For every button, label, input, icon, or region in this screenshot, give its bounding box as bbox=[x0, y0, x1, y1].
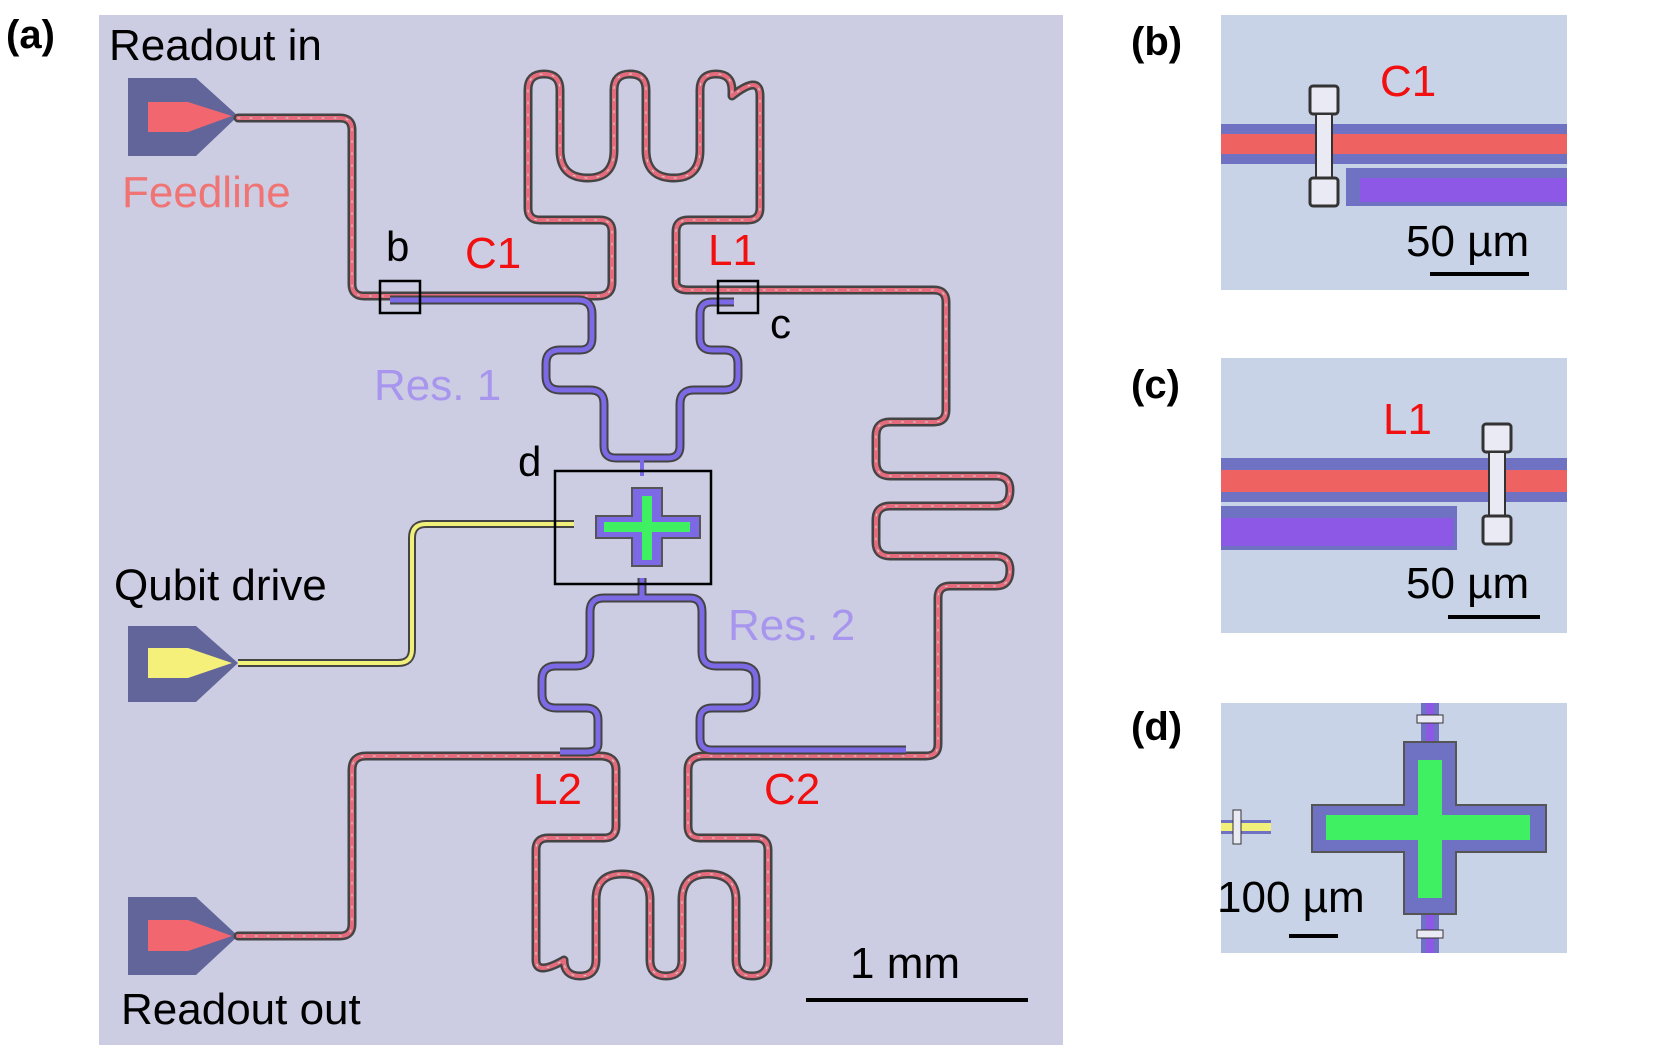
panel-d-tag: (d) bbox=[1131, 705, 1182, 749]
readout-in-pad bbox=[128, 78, 238, 156]
qubit-drive-label: Qubit drive bbox=[114, 561, 327, 610]
panel-b-scale-label: 50 µm bbox=[1406, 217, 1529, 266]
c1-label: C1 bbox=[465, 229, 521, 278]
resonator-1-trace bbox=[390, 295, 743, 476]
panel-b-tag: (b) bbox=[1131, 20, 1182, 64]
c2-label: C2 bbox=[764, 765, 820, 814]
l1-label: L1 bbox=[708, 226, 757, 275]
readout-in-label: Readout in bbox=[109, 21, 322, 70]
panel-d-drive-line bbox=[1221, 809, 1271, 845]
zoom-box-d bbox=[553, 469, 713, 586]
panel-d: (d) 100 µm bbox=[1131, 703, 1567, 953]
panel-d-scale-label: 100 µm bbox=[1217, 873, 1365, 922]
panel-c-feedline bbox=[1221, 470, 1567, 492]
readout-out-pad bbox=[128, 897, 238, 975]
feedline-trace bbox=[233, 69, 1015, 981]
res2-label: Res. 2 bbox=[728, 601, 855, 650]
panel-b-resonator bbox=[1360, 178, 1567, 202]
panel-d-top-junction bbox=[1416, 714, 1444, 724]
zoom-box-b bbox=[378, 279, 422, 315]
zoom-box-c bbox=[716, 279, 760, 315]
panel-c-label: L1 bbox=[1383, 395, 1432, 444]
panel-a: (a) bbox=[6, 13, 1063, 1045]
feedline-label: Feedline bbox=[122, 168, 291, 217]
panel-d-bottom-junction bbox=[1416, 929, 1444, 939]
scale-a-label: 1 mm bbox=[850, 939, 960, 988]
panel-d-qubit bbox=[1311, 741, 1547, 915]
qubit-drive-pad bbox=[128, 626, 238, 702]
drive-line-trace bbox=[238, 520, 574, 667]
panel-c-scale-label: 50 µm bbox=[1406, 559, 1529, 608]
l2-label: L2 bbox=[533, 765, 582, 814]
panel-c-resonator bbox=[1221, 518, 1453, 546]
readout-out-label: Readout out bbox=[121, 985, 361, 1034]
panel-a-tag: (a) bbox=[6, 13, 55, 57]
panel-b-capacitor bbox=[1308, 84, 1340, 208]
qubit-cross bbox=[595, 487, 701, 567]
panel-c-tag: (c) bbox=[1131, 363, 1180, 407]
resonator-2-trace bbox=[537, 578, 906, 757]
chip-substrate bbox=[99, 15, 1063, 1045]
box-c-label: c bbox=[770, 300, 791, 347]
panel-b-feedline bbox=[1221, 134, 1567, 154]
panel-c-inductor bbox=[1481, 422, 1513, 546]
panel-b: (b) C1 50 µm bbox=[1131, 15, 1567, 290]
panel-b-label: C1 bbox=[1380, 57, 1436, 106]
box-d-label: d bbox=[518, 438, 541, 485]
box-b-label: b bbox=[386, 223, 409, 270]
panel-c: (c) L1 50 µm bbox=[1131, 358, 1567, 633]
res1-label: Res. 1 bbox=[374, 361, 501, 410]
